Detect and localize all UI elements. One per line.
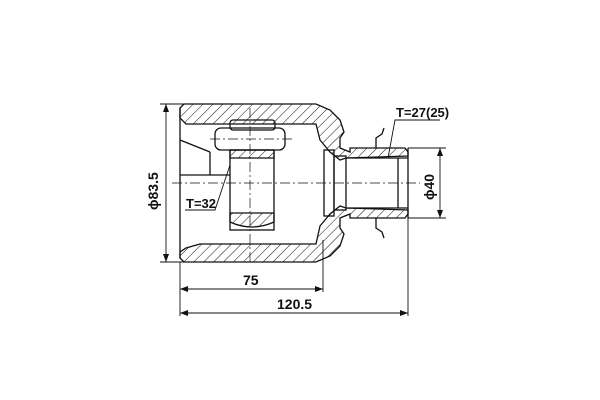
housing-outline xyxy=(179,103,409,263)
center-lines xyxy=(172,108,420,262)
housing-upper-section xyxy=(179,103,409,161)
arrowheads xyxy=(163,104,443,316)
total-length-label: 120.5 xyxy=(277,296,312,312)
inner-spline-label: T=32 xyxy=(186,196,216,211)
dimension-lines xyxy=(160,103,446,316)
housing-length-label: 75 xyxy=(243,272,259,288)
outer-spline-label: T=27(25) xyxy=(396,105,449,120)
outer-diameter-label: ϕ83.5 xyxy=(145,172,161,210)
shaft-diameter-label: ϕ40 xyxy=(421,174,437,200)
housing-lower-section xyxy=(179,205,409,263)
